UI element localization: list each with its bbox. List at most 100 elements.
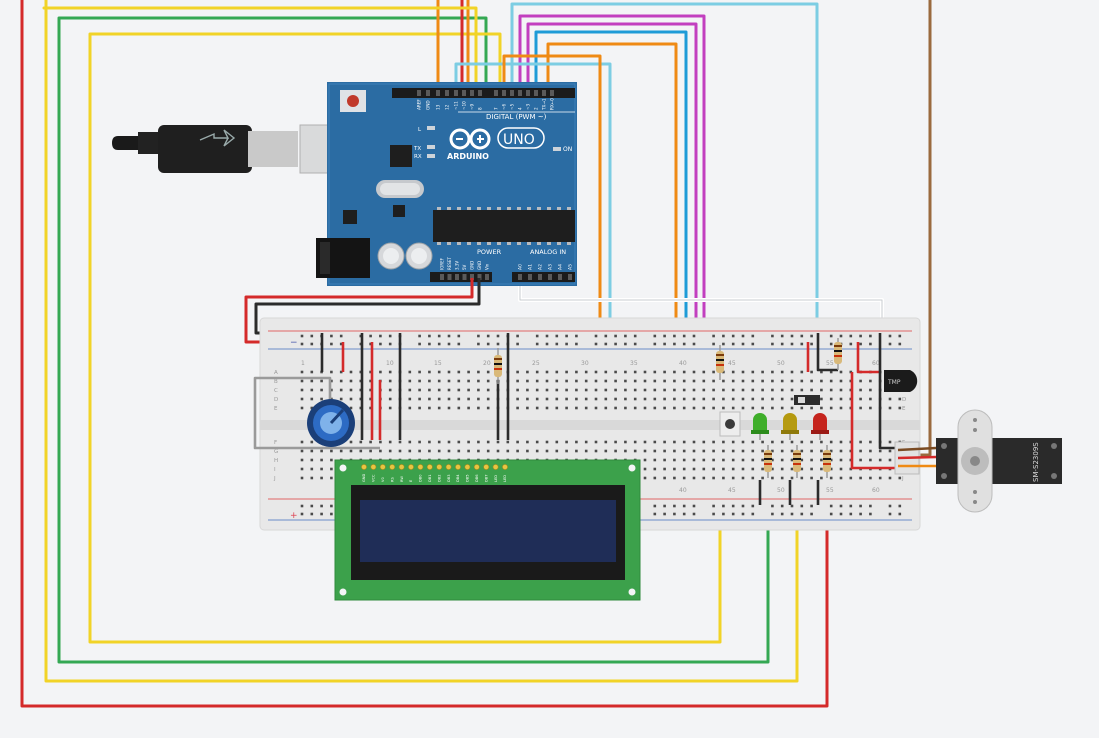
digital-pin[interactable]: [526, 90, 530, 96]
digital-pin[interactable]: [518, 90, 522, 96]
lcd-pin-label: DB5: [466, 474, 470, 482]
lcd-pin-label: DB1: [428, 474, 432, 482]
digital-pin[interactable]: [436, 90, 440, 96]
wire-yellow-perimeter-outer[interactable]: [44, 0, 799, 683]
analog-pin-label: A4: [558, 264, 564, 270]
components: TMP: [307, 338, 918, 478]
resistor[interactable]: [494, 348, 502, 384]
analog-pin[interactable]: [528, 274, 532, 280]
digital-pin-label: ~3: [526, 103, 531, 110]
analog-pin[interactable]: [558, 274, 562, 280]
slide-switch[interactable]: [794, 395, 820, 405]
lcd-pin-label: RW: [400, 476, 404, 482]
potentiometer[interactable]: [307, 399, 355, 447]
digital-pin-label: AREF: [417, 99, 422, 110]
analog-pin[interactable]: [518, 274, 522, 280]
servo-motor[interactable]: SM-S2309S: [894, 409, 1062, 513]
led-red[interactable]: [811, 413, 829, 440]
jumper-red-sensor[interactable]: [856, 342, 880, 374]
digital-pin[interactable]: [478, 90, 482, 96]
analog-pin[interactable]: [568, 274, 572, 280]
lcd-pin-label: GND: [362, 474, 366, 482]
digital-header-label: DIGITAL (PWM ~): [486, 113, 547, 121]
lcd-pin[interactable]: [426, 464, 433, 470]
power-rail-plus: +: [290, 511, 298, 521]
led-green[interactable]: [751, 413, 769, 440]
jumper-black-sensor[interactable]: [816, 333, 838, 372]
wire-lightblue-top[interactable]: [510, 2, 819, 352]
push-button[interactable]: [719, 411, 741, 437]
model-label: UNO: [503, 132, 535, 148]
resistor[interactable]: [834, 338, 842, 370]
digital-pin[interactable]: [494, 90, 498, 96]
power-pin-label: IOREF: [440, 257, 445, 270]
lcd-pin[interactable]: [473, 464, 480, 470]
digital-pin-label: ~9: [470, 103, 475, 110]
power-label: POWER: [477, 248, 502, 256]
lcd-pin[interactable]: [455, 464, 461, 470]
lcd-pin[interactable]: [389, 464, 396, 470]
power-pin[interactable]: [447, 274, 452, 280]
digital-pin[interactable]: [454, 90, 458, 96]
wire-yellow-top[interactable]: [42, 6, 478, 92]
digital-pin[interactable]: [534, 90, 538, 96]
led-label-tx: TX: [413, 146, 421, 152]
digital-pin[interactable]: [470, 90, 474, 96]
lcd-pin[interactable]: [445, 464, 452, 470]
analog-pin[interactable]: [538, 274, 542, 280]
lcd-pin-label: LED: [494, 475, 498, 482]
digital-pin[interactable]: [542, 90, 546, 96]
power-pin[interactable]: [470, 274, 474, 280]
analog-pin-label: A3: [548, 264, 554, 270]
row-letter: J: [901, 476, 904, 482]
lcd-pin[interactable]: [370, 464, 377, 470]
analog-pin[interactable]: [548, 274, 552, 280]
potentiometer-knob-indicator: [329, 408, 345, 425]
digital-pin[interactable]: [417, 90, 421, 96]
lcd-pin[interactable]: [417, 464, 424, 470]
row-letter: C: [274, 388, 278, 394]
lcd-pin[interactable]: [398, 464, 405, 470]
power-pin[interactable]: [440, 274, 444, 280]
temperature-sensor[interactable]: TMP: [884, 370, 918, 392]
power-pin-label: 3.3V: [455, 261, 460, 270]
pot-wire-gray[interactable]: [253, 376, 380, 450]
lcd-pin[interactable]: [361, 464, 367, 470]
digital-pin[interactable]: [445, 90, 449, 96]
jumper-red-servo[interactable]: [850, 372, 895, 470]
resistor[interactable]: [764, 445, 772, 478]
resistor[interactable]: [823, 445, 831, 478]
lcd-mount-hole: [339, 464, 347, 472]
wire-red-perimeter[interactable]: [20, 0, 829, 708]
jumper-black-servo[interactable]: [878, 333, 895, 450]
digital-pin-label: ~10: [462, 101, 467, 110]
analog-pin-label: A2: [538, 264, 544, 270]
power-pin[interactable]: [455, 274, 459, 280]
digital-pin-label: 8: [478, 107, 483, 110]
power-pin[interactable]: [485, 274, 489, 280]
digital-pin[interactable]: [502, 90, 506, 96]
digital-pin[interactable]: [426, 90, 430, 96]
lcd-pin-label: DB2: [437, 474, 441, 482]
resistor[interactable]: [716, 345, 724, 380]
wire-yellow-perimeter-inner[interactable]: [88, 32, 722, 644]
lcd-pin[interactable]: [483, 464, 490, 470]
lcd-pin[interactable]: [379, 464, 386, 470]
power-pin[interactable]: [462, 274, 467, 280]
lcd-pin[interactable]: [464, 464, 471, 470]
row-letter: E: [902, 406, 906, 412]
resistor[interactable]: [793, 445, 801, 478]
power-pin[interactable]: [477, 274, 482, 280]
wire-green-perimeter[interactable]: [57, 16, 770, 664]
row-letter: G: [274, 449, 278, 455]
digital-pin[interactable]: [510, 90, 514, 96]
lcd-pin[interactable]: [436, 464, 443, 470]
lcd-pin[interactable]: [502, 464, 508, 470]
digital-pin[interactable]: [550, 90, 554, 96]
digital-pin[interactable]: [462, 90, 466, 96]
lcd-pin[interactable]: [408, 464, 414, 470]
lcd-pin[interactable]: [492, 464, 499, 470]
led-yellow[interactable]: [781, 413, 799, 440]
